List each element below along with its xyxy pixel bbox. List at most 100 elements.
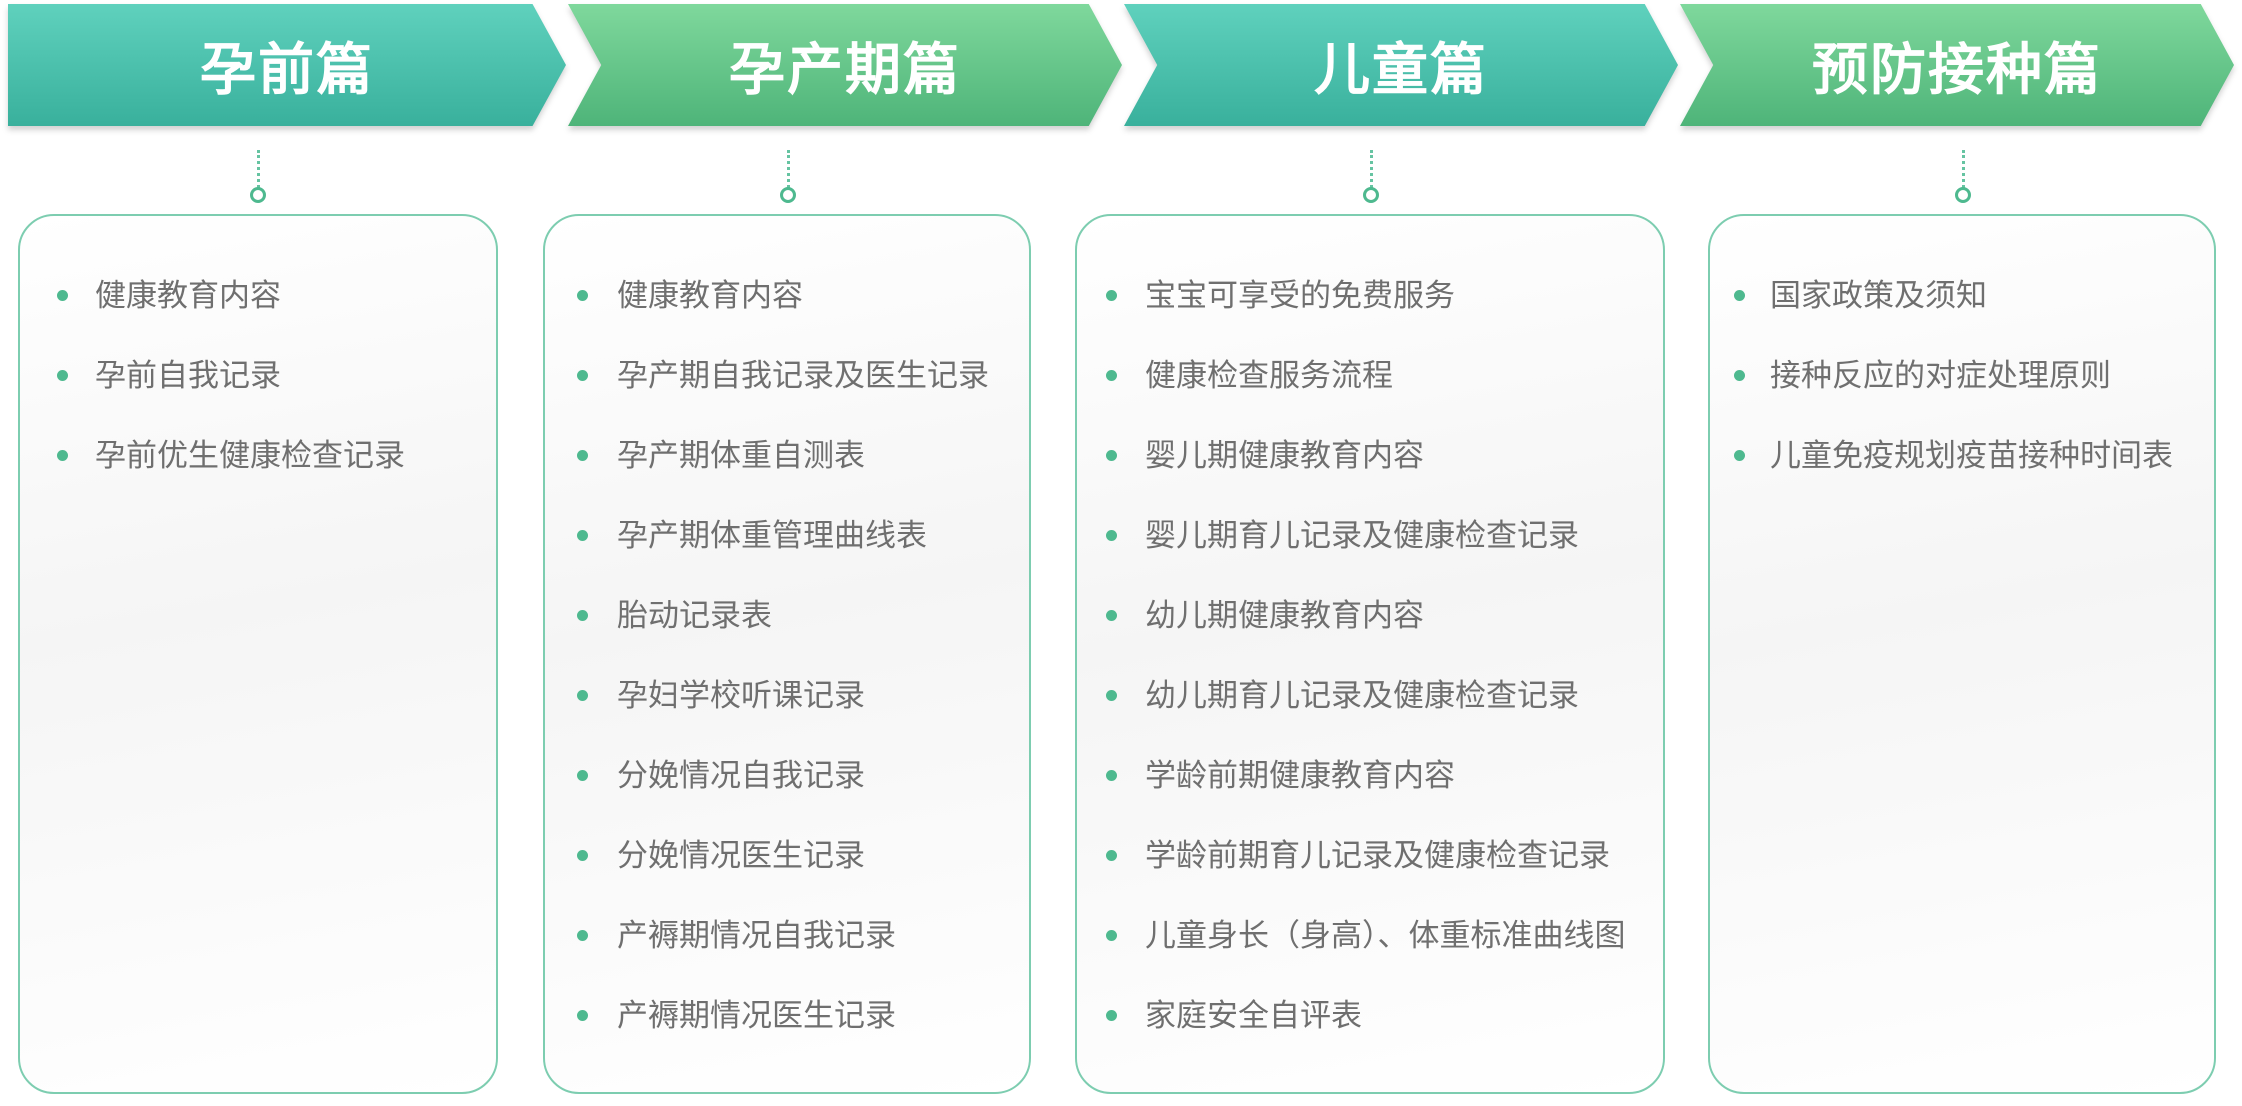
list-item: 健康检查服务流程 [1077,340,1663,420]
list-item-label: 家庭安全自评表 [1145,998,1362,1034]
card-children: 宝宝可享受的免费服务 健康检查服务流程 婴儿期健康教育内容 婴儿期育儿记录及健康… [1075,214,1665,1094]
card-pre-pregnancy: 健康教育内容 孕前自我记录 孕前优生健康检查记录 [18,214,498,1094]
section-header-children: 儿童篇 [1124,4,1678,126]
list-item-label: 学龄前期健康教育内容 [1145,758,1455,794]
list-item-label: 幼儿期育儿记录及健康检查记录 [1145,678,1579,714]
section-title: 孕产期篇 [729,37,961,103]
connector-ring [780,187,796,203]
list-item: 接种反应的对症处理原则 [1710,340,2214,420]
section-title: 预防接种篇 [1812,37,2102,103]
list-item-label: 学龄前期育儿记录及健康检查记录 [1145,838,1610,874]
list-item: 婴儿期育儿记录及健康检查记录 [1077,500,1663,580]
connector-dots [257,150,260,188]
list-item-label: 孕妇学校听课记录 [617,678,865,714]
connector [250,150,266,206]
connector [1363,150,1379,206]
list-item: 儿童免疫规划疫苗接种时间表 [1710,420,2214,500]
bullet-icon [1106,690,1117,701]
list-item: 孕产期体重管理曲线表 [545,500,1029,580]
card-vaccination: 国家政策及须知 接种反应的对症处理原则 儿童免疫规划疫苗接种时间表 [1708,214,2216,1094]
list-item: 孕产期自我记录及医生记录 [545,340,1029,420]
item-list: 宝宝可享受的免费服务 健康检查服务流程 婴儿期健康教育内容 婴儿期育儿记录及健康… [1077,260,1663,1060]
bullet-icon [1734,290,1745,301]
connector [780,150,796,206]
list-item-label: 健康教育内容 [95,278,281,314]
bullet-icon [1106,930,1117,941]
connector-ring [250,187,266,203]
list-item-label: 孕产期体重自测表 [617,438,865,474]
bullet-icon [1106,530,1117,541]
card-pregnancy: 健康教育内容 孕产期自我记录及医生记录 孕产期体重自测表 孕产期体重管理曲线表 … [543,214,1031,1094]
list-item: 产褥期情况自我记录 [545,900,1029,980]
item-list: 健康教育内容 孕前自我记录 孕前优生健康检查记录 [20,260,496,500]
connector-ring [1955,187,1971,203]
bullet-icon [1734,450,1745,461]
list-item: 学龄前期育儿记录及健康检查记录 [1077,820,1663,900]
list-item-label: 孕产期体重管理曲线表 [617,518,927,554]
list-item-label: 健康检查服务流程 [1145,358,1393,394]
bullet-icon [1106,450,1117,461]
list-item-label: 国家政策及须知 [1770,278,1987,314]
list-item: 宝宝可享受的免费服务 [1077,260,1663,340]
bullet-icon [1106,370,1117,381]
list-item-label: 孕产期自我记录及医生记录 [617,358,989,394]
bullet-icon [577,1010,588,1021]
bullet-icon [1106,290,1117,301]
list-item-label: 婴儿期育儿记录及健康检查记录 [1145,518,1579,554]
list-item-label: 孕前自我记录 [95,358,281,394]
bullet-icon [577,610,588,621]
connector [1955,150,1971,206]
list-item-label: 幼儿期健康教育内容 [1145,598,1424,634]
bullet-icon [1734,370,1745,381]
list-item: 产褥期情况医生记录 [545,980,1029,1060]
item-list: 健康教育内容 孕产期自我记录及医生记录 孕产期体重自测表 孕产期体重管理曲线表 … [545,260,1029,1060]
list-item: 家庭安全自评表 [1077,980,1663,1060]
list-item: 国家政策及须知 [1710,260,2214,340]
list-item-label: 产褥期情况医生记录 [617,998,896,1034]
list-item-label: 产褥期情况自我记录 [617,918,896,954]
list-item: 分娩情况医生记录 [545,820,1029,900]
list-item: 胎动记录表 [545,580,1029,660]
list-item: 健康教育内容 [545,260,1029,340]
connector-ring [1363,187,1379,203]
bullet-icon [577,690,588,701]
section-header-pre-pregnancy: 孕前篇 [8,4,566,126]
list-item-label: 健康教育内容 [617,278,803,314]
section-header-pregnancy: 孕产期篇 [568,4,1122,126]
section-title: 孕前篇 [200,37,374,103]
list-item-label: 胎动记录表 [617,598,772,634]
bullet-icon [577,290,588,301]
bullet-icon [1106,770,1117,781]
list-item: 婴儿期健康教育内容 [1077,420,1663,500]
list-item: 孕妇学校听课记录 [545,660,1029,740]
list-item: 健康教育内容 [20,260,496,340]
list-item-label: 儿童免疫规划疫苗接种时间表 [1770,438,2173,474]
bullet-icon [57,450,68,461]
bullet-icon [1106,850,1117,861]
connector-dots [1370,150,1373,188]
bullet-icon [1106,1010,1117,1021]
list-item: 孕前自我记录 [20,340,496,420]
list-item: 分娩情况自我记录 [545,740,1029,820]
list-item: 幼儿期健康教育内容 [1077,580,1663,660]
list-item-label: 孕前优生健康检查记录 [95,438,405,474]
list-item: 儿童身长（身高）、体重标准曲线图 [1077,900,1663,980]
bullet-icon [1106,610,1117,621]
list-item-label: 儿童身长（身高）、体重标准曲线图 [1145,918,1626,954]
bullet-icon [57,290,68,301]
bullet-icon [577,370,588,381]
list-item-label: 接种反应的对症处理原则 [1770,358,2111,394]
list-item: 学龄前期健康教育内容 [1077,740,1663,820]
bullet-icon [577,450,588,461]
list-item-label: 分娩情况医生记录 [617,838,865,874]
connector-dots [1962,150,1965,188]
list-item-label: 婴儿期健康教育内容 [1145,438,1424,474]
list-item: 孕产期体重自测表 [545,420,1029,500]
list-item: 幼儿期育儿记录及健康检查记录 [1077,660,1663,740]
bullet-icon [577,530,588,541]
list-item: 孕前优生健康检查记录 [20,420,496,500]
section-header-vaccination: 预防接种篇 [1680,4,2234,126]
bullet-icon [57,370,68,381]
bullet-icon [577,930,588,941]
list-item-label: 分娩情况自我记录 [617,758,865,794]
